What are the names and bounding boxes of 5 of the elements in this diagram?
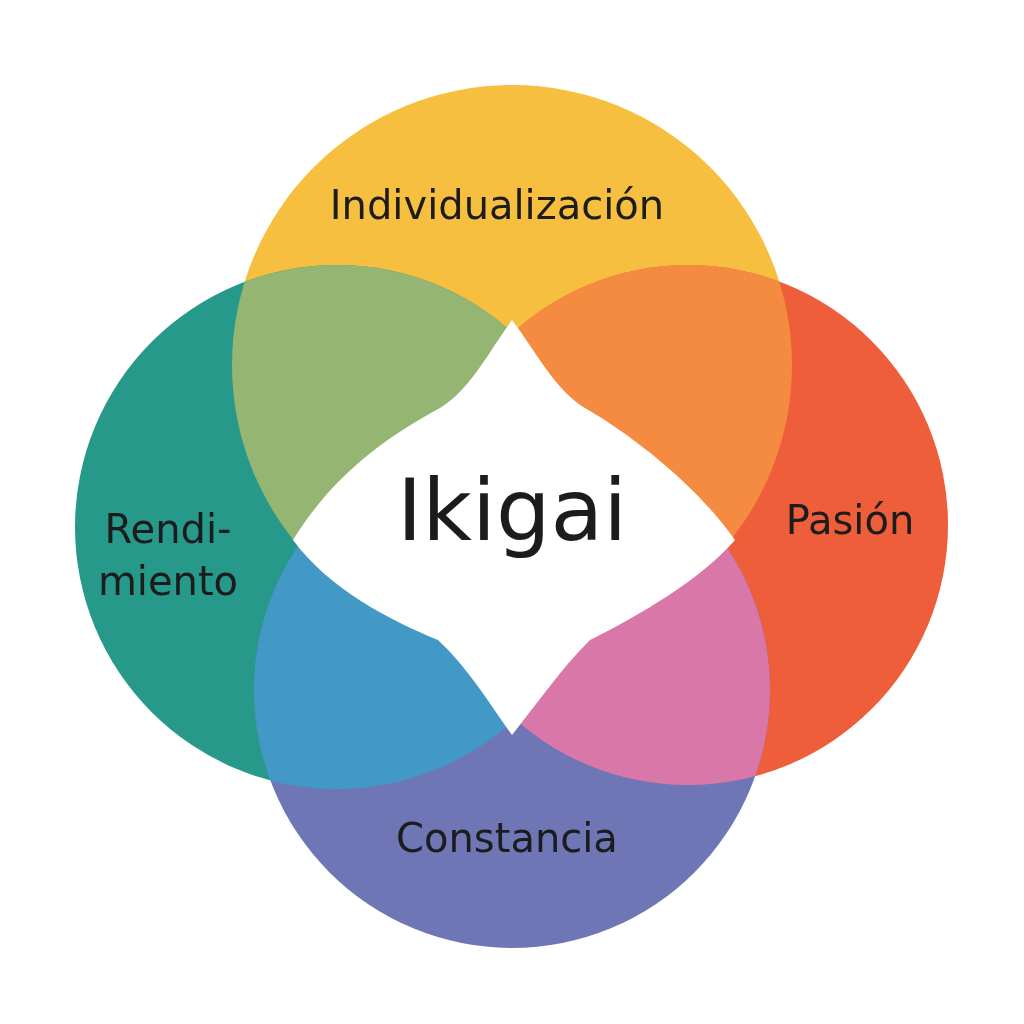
circle-label: Constancia (395, 814, 619, 863)
circle-label: Pasión (784, 496, 916, 545)
center-label: Ikigai (396, 460, 628, 560)
circle-label: Individualización (328, 181, 666, 230)
circle-label: Rendi- miento (96, 505, 240, 606)
